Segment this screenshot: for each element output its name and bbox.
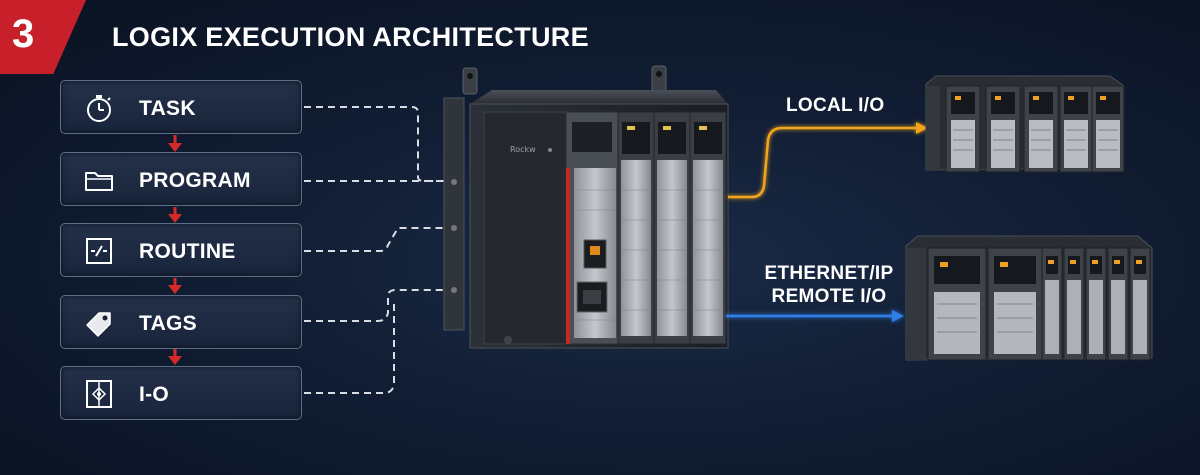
diagram-title: LOGIX EXECUTION ARCHITECTURE (112, 22, 589, 52)
routine-logic-icon (86, 238, 112, 264)
tag-icon (86, 312, 111, 337)
hierarchy-label-routine: ROUTINE (139, 240, 236, 263)
hierarchy-label-task: TASK (139, 97, 196, 120)
hierarchy-box-routine: ROUTINE (60, 223, 302, 277)
local-io-label: LOCAL I/O (786, 95, 885, 116)
hierarchy-label-tags: TAGS (139, 312, 197, 335)
local-io-link (728, 122, 928, 199)
stopwatch-icon (87, 95, 111, 122)
step-number: 3 (12, 12, 35, 56)
hierarchy-label-program: PROGRAM (139, 169, 251, 192)
io-signal-icon (86, 380, 112, 408)
remote-io-link (726, 310, 904, 322)
hierarchy-arrows (168, 135, 182, 365)
hierarchy-box-tags: TAGS (60, 295, 302, 349)
remote-io-label-line1: ETHERNET/IP (764, 263, 894, 284)
hierarchy-box-io: I-O (60, 366, 302, 420)
controllogix-chassis: Rockw (443, 65, 729, 349)
remote-io-rack (905, 235, 1153, 361)
dashed-connectors (304, 106, 450, 394)
hierarchy-box-program: PROGRAM (60, 152, 302, 206)
folder-icon (85, 172, 113, 191)
svg-text:Rockw: Rockw (510, 145, 536, 154)
remote-io-label-line2: REMOTE I/O (771, 286, 887, 307)
hierarchy-label-io: I-O (139, 383, 170, 406)
local-io-rack (925, 75, 1125, 173)
remote-io-label: ETHERNET/IP REMOTE I/O (764, 262, 894, 308)
hierarchy-box-task: TASK (60, 80, 302, 134)
